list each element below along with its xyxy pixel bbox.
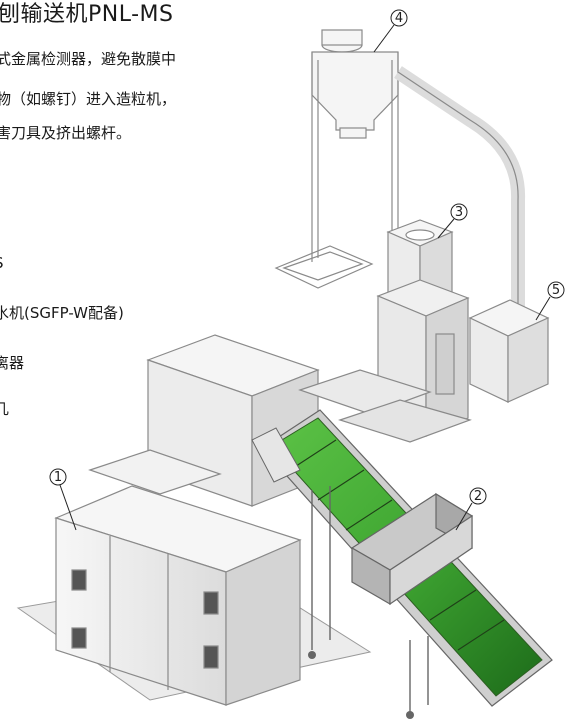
callout-3-label: 3: [455, 205, 463, 220]
callout-2: [455, 487, 487, 531]
blower-unit: [468, 299, 550, 403]
callout-1: [49, 468, 77, 531]
metal-detector: [350, 492, 474, 606]
legend-item-3: 离器: [0, 354, 25, 372]
callout-4-label: 4: [395, 11, 403, 26]
callout-5: [535, 281, 565, 321]
callout-4: [373, 9, 408, 53]
page-title: 刨输送机PNL-MS: [0, 2, 174, 27]
callout-2-label: 2: [474, 489, 482, 504]
legend-item-1: S: [0, 254, 4, 272]
main-cabinet: [54, 449, 302, 706]
description-line-3: 害刀具及挤出螺杆。: [0, 124, 132, 142]
callout-3: [437, 203, 468, 239]
description-line-2: 物（如螺钉）进入造粒机，: [0, 90, 177, 108]
cyclone-separator: [274, 29, 526, 340]
legend-item-2: 水机(SGFP-W配备): [0, 304, 124, 322]
callout-5-label: 5: [552, 283, 560, 298]
description-line-1: 式金属检测器，避免散膜中: [0, 50, 177, 68]
callout-1-label: 1: [54, 470, 62, 485]
legend-item-4: 几: [0, 400, 10, 418]
